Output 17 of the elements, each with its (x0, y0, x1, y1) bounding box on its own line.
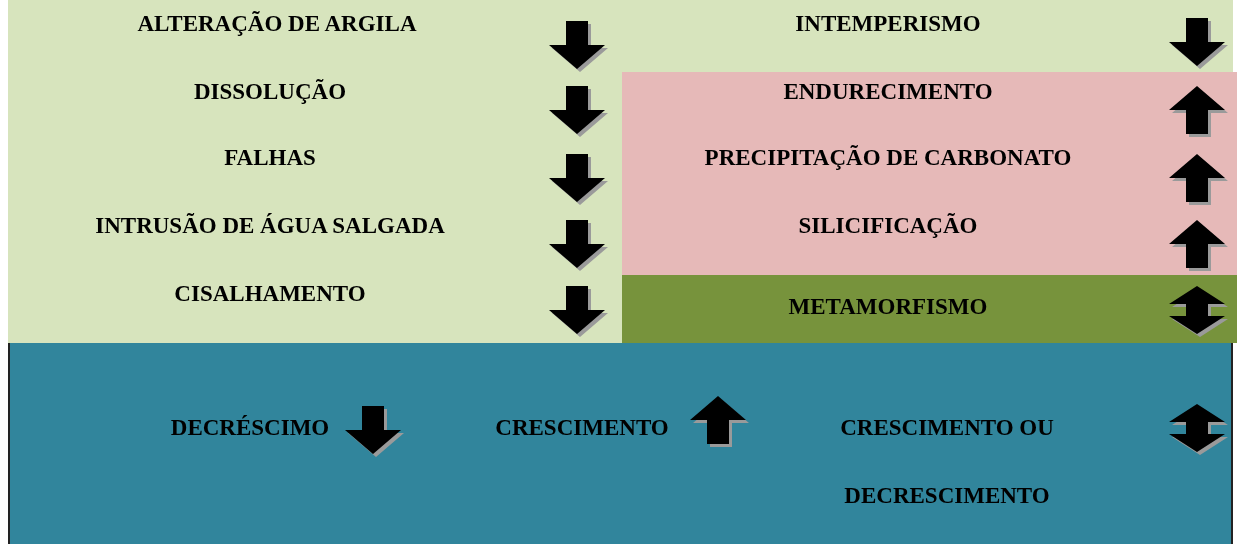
factor-label: SILICIFICAÇÃO (798, 192, 978, 260)
factor-label: ALTERAÇÃO DE ARGILA (137, 0, 417, 58)
panel-background (622, 72, 1237, 275)
factor-label: CISALHAMENTO (174, 260, 366, 328)
factor-label: DISSOLUÇÃO (193, 58, 347, 126)
panel-background (8, 0, 1233, 343)
panel-background (8, 343, 1233, 544)
label-panel (622, 275, 1237, 343)
panel-label: METAMORFISMO (788, 294, 988, 320)
factor-label: INTRUSÃO DE ÁGUA SALGADA (95, 192, 445, 260)
factor-label: PRECIPITAÇÃO DE CARBONATO (704, 124, 1072, 192)
factor-label: CRESCIMENTO (495, 394, 669, 462)
factor-label: CRESCIMENTO OU DECRESCIMENTO (797, 394, 1097, 530)
factor-label: DECRÉSCIMO (170, 394, 330, 462)
factor-label: FALHAS (224, 124, 316, 192)
factor-label: ENDURECIMENTO (783, 58, 993, 126)
factor-label: INTEMPERISMO (795, 0, 981, 58)
